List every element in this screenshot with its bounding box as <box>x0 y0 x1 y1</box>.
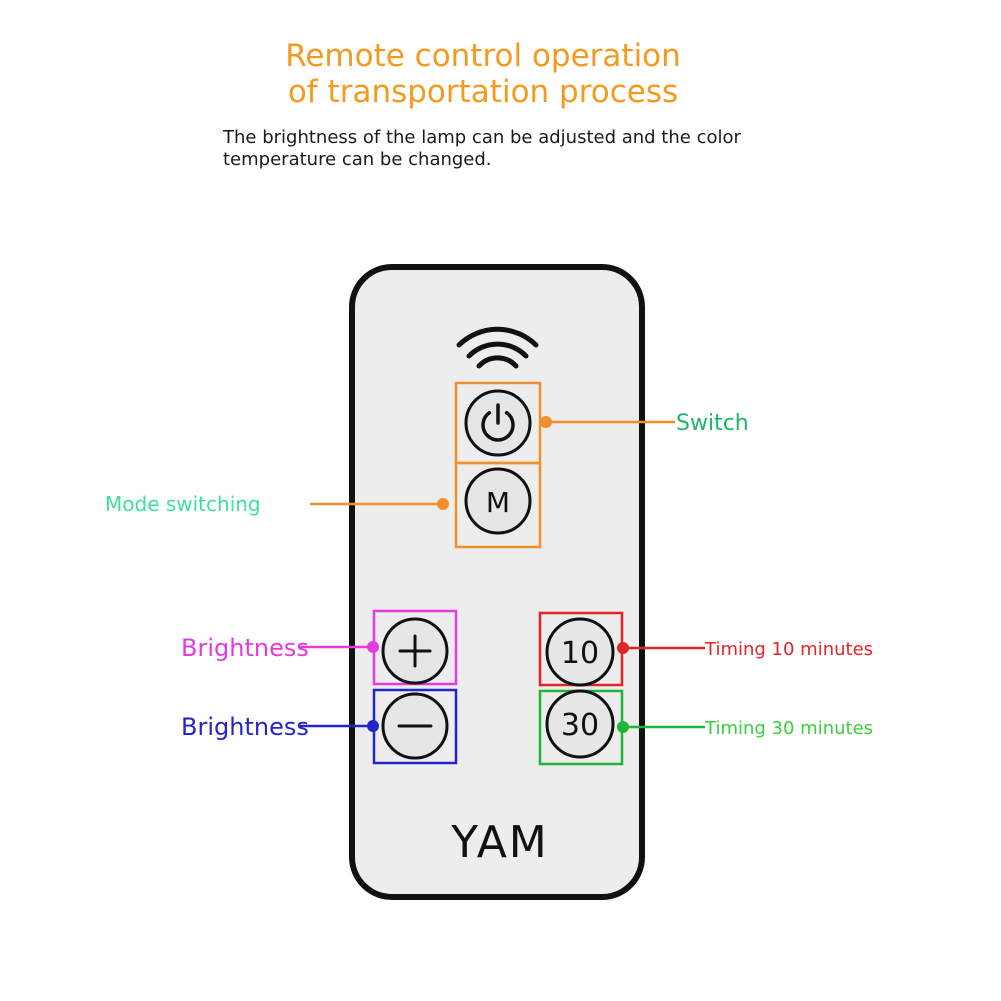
t30-button-label: 30 <box>561 708 599 743</box>
plus-button-group: Brightness <box>181 609 458 686</box>
description-line-2: temperature can be changed. <box>223 149 492 170</box>
minus-callout-dot <box>367 720 379 732</box>
page-title: Remote control operation of transportati… <box>0 38 966 110</box>
mode-callout-label: Mode switching <box>105 492 261 516</box>
remote-body <box>349 264 645 900</box>
power-icon <box>481 403 515 442</box>
t10-button-label: 10 <box>561 636 599 671</box>
title-line-1: Remote control operation <box>285 38 681 74</box>
mode-button-label: M <box>486 486 510 519</box>
t30-button-group: 30 Timing 30 minutes <box>538 689 873 766</box>
t10-callout-dot <box>617 642 629 654</box>
t30-button[interactable] <box>545 689 615 759</box>
t10-button-group: 10 Timing 10 minutes <box>538 611 873 687</box>
plus-callout-dot <box>367 641 379 653</box>
power-callout-dot <box>540 416 552 428</box>
description: The brightness of the lamp can be adjust… <box>223 127 843 171</box>
plus-icon <box>398 634 432 668</box>
t30-callout-dot <box>617 721 629 733</box>
minus-button-group: Brightness <box>181 688 458 765</box>
t30-callout-label: Timing 30 minutes <box>704 718 873 739</box>
plus-callout-label: Brightness <box>181 634 309 662</box>
t10-callout-label: Timing 10 minutes <box>704 639 873 660</box>
t10-button[interactable] <box>545 617 615 687</box>
title-line-2: of transportation process <box>287 74 679 110</box>
brand-label: YAM <box>450 817 549 868</box>
power-callout-label: Switch <box>676 411 749 436</box>
description-line-1: The brightness of the lamp can be adjust… <box>223 127 741 148</box>
mode-button-group: M Mode switching <box>105 461 542 549</box>
minus-callout-label: Brightness <box>181 713 309 741</box>
mode-callout-dot <box>437 498 449 510</box>
wireless-signal-icon <box>456 326 539 369</box>
mode-highlight-box <box>454 461 542 549</box>
mode-button[interactable] <box>464 467 532 535</box>
